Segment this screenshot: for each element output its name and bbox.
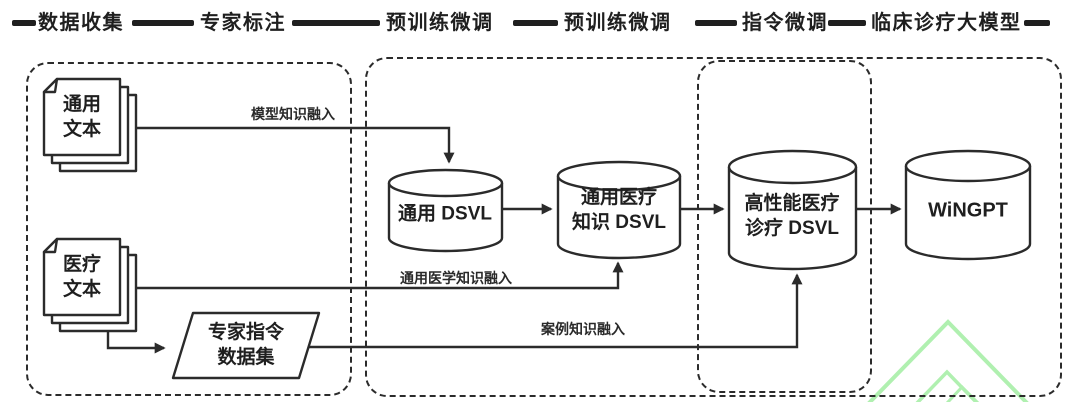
- stage-expert-annotation: 专家标注: [200, 12, 286, 34]
- stage-dash: [132, 20, 194, 26]
- logo-chevron-large: [867, 319, 1029, 402]
- general-dsvl-label: 通用 DSVL: [398, 203, 492, 225]
- stage-dash: [828, 20, 866, 26]
- edge-case-knowledge-arrow: [309, 273, 803, 349]
- expert-dataset-label: 专家指令 数据集: [207, 322, 285, 368]
- doc-medical-text-label: 医疗 文本: [62, 254, 102, 300]
- cylinder-wingpt: [904, 149, 1032, 261]
- edge-model-knowledge-arrow: [136, 126, 455, 164]
- stage-pretrain-finetune-2: 预训练微调: [564, 12, 672, 34]
- general-medical-knowledge-edge-label: 通用医学知识融入: [400, 270, 512, 286]
- edge-medical-text-to-dataset-arrow: [106, 331, 166, 354]
- stage-dash: [12, 20, 36, 26]
- cylinder-general-medical-dsvl: [556, 160, 682, 260]
- group-box-data-collection: [26, 62, 352, 396]
- doc-fold-corner: [42, 77, 59, 94]
- edge-general-medical-knowledge-arrow: [136, 261, 624, 290]
- cylinder-high-perf-dsvl: [727, 149, 858, 271]
- stage-instruction-finetune: 指令微调: [742, 12, 828, 34]
- high-perf-dsvl-label: 高性能医疗 诊疗 DSVL: [744, 193, 840, 239]
- expert-dataset-parallelogram: [171, 311, 321, 380]
- doc-general-text-label: 通用 文本: [62, 94, 102, 140]
- doc-fold-corner: [42, 237, 59, 254]
- model-knowledge-edge-label: 模型知识融入: [251, 106, 335, 122]
- case-knowledge-edge-label: 案例知识融入: [541, 321, 625, 337]
- stage-dash: [513, 20, 558, 26]
- wingpt-label: WiNGPT: [928, 199, 1008, 222]
- stage-data-collection: 数据收集: [38, 12, 124, 34]
- general-medical-dsvl-label: 通用医疗 知识 DSVL: [572, 187, 666, 233]
- group-box-instruction-tuning: [697, 60, 872, 393]
- stage-dash: [1024, 20, 1050, 26]
- stage-clinical-llm: 临床诊疗大模型: [871, 12, 1022, 34]
- doc-stack-general-text: [42, 77, 138, 173]
- stage-dash: [695, 20, 737, 26]
- group-box-training: [365, 57, 1062, 397]
- stage-dash: [292, 20, 380, 26]
- stage-pretrain-finetune-1: 预训练微调: [386, 12, 494, 34]
- doc-stack-medical-text: [42, 237, 138, 333]
- cylinder-general-dsvl: [387, 168, 504, 253]
- logo-chevron-small: [945, 384, 980, 402]
